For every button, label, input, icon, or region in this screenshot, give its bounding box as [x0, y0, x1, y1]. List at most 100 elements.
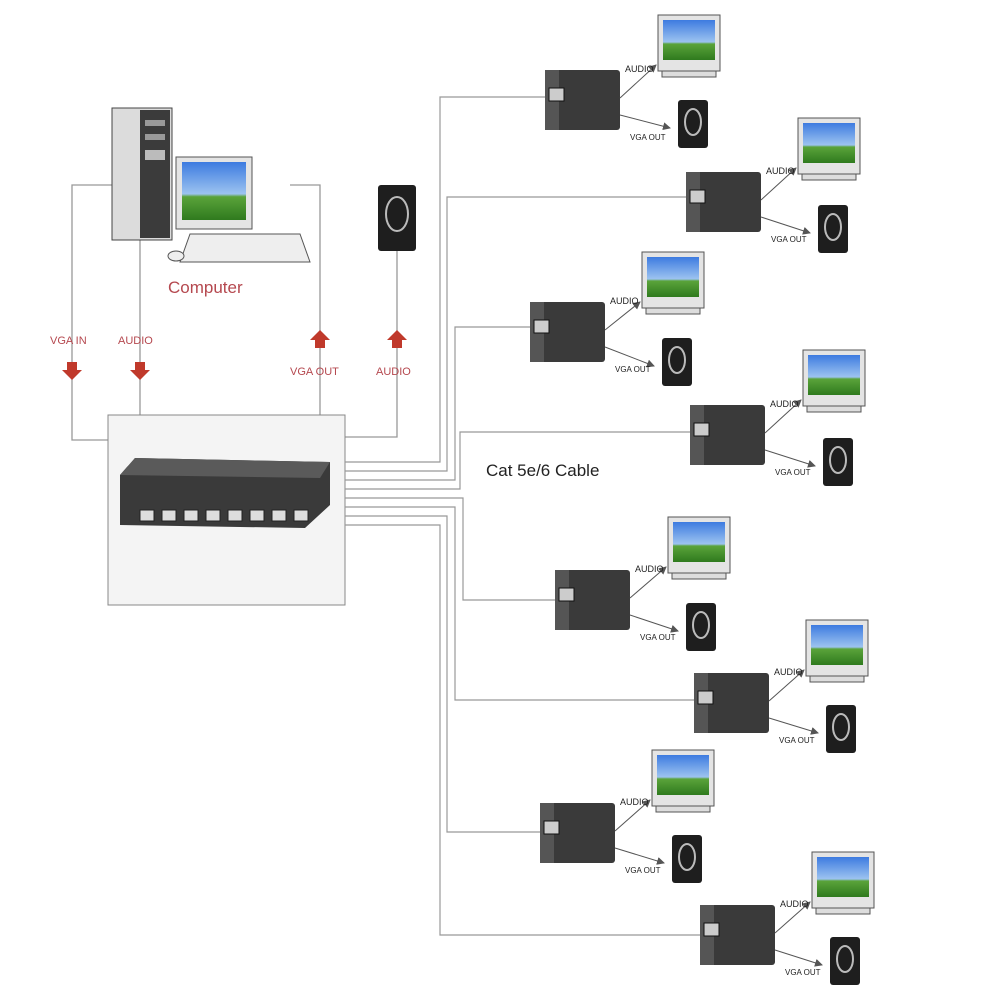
receiver-station: AUDIO VGA OUT — [345, 251, 705, 481]
vga-connection — [768, 717, 819, 735]
vga-out-label: VGA OUT — [625, 866, 661, 875]
rj45-port-icon — [543, 820, 560, 835]
arrow-up-icon — [387, 330, 407, 348]
rj45-port-icon — [293, 509, 309, 522]
audio-label: AUDIO — [770, 399, 799, 409]
rj45-port-icon — [249, 509, 265, 522]
monitor-icon — [667, 516, 731, 580]
receiver-station: AUDIO VGA OUT — [345, 497, 731, 651]
vga-out-label: VGA OUT — [615, 365, 651, 374]
vga-out-label: VGA OUT — [640, 633, 676, 642]
vga-connection — [604, 346, 655, 368]
vga-out-label: VGA OUT — [290, 366, 339, 378]
arrow-up-icon — [310, 330, 330, 348]
vga-out-label: VGA OUT — [630, 133, 666, 142]
speaker-icon — [823, 438, 853, 486]
audio-label: AUDIO — [766, 166, 795, 176]
receiver-station: AUDIO VGA OUT — [345, 349, 866, 490]
rj45-port-icon — [533, 319, 550, 334]
audio-in-label: AUDIO — [118, 335, 153, 347]
vga-out-label: VGA OUT — [785, 968, 821, 977]
receiver-unit — [686, 172, 761, 232]
speaker-icon — [686, 603, 716, 651]
speaker-icon — [672, 835, 702, 883]
cat5-cable — [345, 506, 694, 701]
rj45-port-icon — [548, 87, 565, 102]
audio-label: AUDIO — [610, 296, 639, 306]
vga-connection — [629, 614, 679, 633]
receiver-unit — [700, 905, 775, 965]
rj45-port-icon — [183, 509, 199, 522]
cable-label: Cat 5e/6 Cable — [486, 461, 599, 480]
vga-out-label: VGA OUT — [771, 235, 807, 244]
vga-in-label: VGA IN — [50, 335, 87, 347]
signal-arrows — [62, 330, 407, 380]
computer-label: Computer — [168, 278, 243, 297]
receiver-station: AUDIO VGA OUT — [345, 14, 721, 463]
monitor-icon — [805, 619, 869, 683]
monitor-icon — [651, 749, 715, 813]
arrow-down-icon — [130, 362, 150, 380]
receiver-station: AUDIO VGA OUT — [345, 117, 861, 472]
audio-label: AUDIO — [780, 899, 809, 909]
rj45-port-icon — [689, 189, 706, 204]
audio-connection — [774, 901, 811, 934]
rj45-port-icon — [558, 587, 575, 602]
speaker-icon — [826, 705, 856, 753]
speaker-icon — [378, 185, 416, 251]
audio-connection — [619, 64, 657, 99]
audio-out-label: AUDIO — [376, 366, 411, 378]
monitor-icon — [641, 251, 705, 315]
cat5-cable — [345, 515, 540, 833]
vga-out-label: VGA OUT — [779, 736, 815, 745]
vga-connection — [774, 949, 823, 967]
receiver-unit — [555, 570, 630, 630]
cat5-cable — [345, 196, 686, 472]
vga-connection — [764, 449, 816, 468]
audio-label: AUDIO — [635, 564, 664, 574]
receiver-station: AUDIO VGA OUT — [345, 524, 875, 985]
audio-label: AUDIO — [620, 797, 649, 807]
speaker-icon — [818, 205, 848, 253]
audio-connection — [604, 301, 641, 331]
keyboard-icon — [167, 233, 311, 263]
speaker-icon — [678, 100, 708, 148]
rj45-port-icon — [205, 509, 221, 522]
monitor-icon — [802, 349, 866, 413]
receiver-station: AUDIO VGA OUT — [345, 515, 715, 883]
computer-monitor-icon — [175, 156, 253, 230]
monitor-icon — [797, 117, 861, 181]
vga-connection — [614, 847, 665, 865]
rj45-port-icon — [693, 422, 710, 437]
vga-connection — [619, 114, 671, 131]
audio-connection — [629, 566, 667, 599]
rj45-port-icon — [161, 509, 177, 522]
cat5-cable — [345, 497, 555, 601]
monitor-icon — [657, 14, 721, 78]
cat5-cable — [345, 524, 700, 936]
receiver-unit — [530, 302, 605, 362]
audio-label: AUDIO — [774, 667, 803, 677]
cat5-cable — [345, 326, 530, 481]
audio-connection — [764, 399, 802, 434]
monitor-icon — [811, 851, 875, 915]
vga-out-label: VGA OUT — [775, 468, 811, 477]
computer-tower-icon — [111, 107, 173, 241]
receiver-station: AUDIO VGA OUT — [345, 506, 869, 753]
rj45-port-icon — [227, 509, 243, 522]
rj45-port-icon — [697, 690, 714, 705]
speaker-icon — [662, 338, 692, 386]
rj45-port-icon — [139, 509, 155, 522]
rj45-port-icon — [703, 922, 720, 937]
receiver-unit — [540, 803, 615, 863]
cat5-cable — [345, 431, 690, 490]
rj45-port-icon — [271, 509, 287, 522]
vga-splitter — [107, 414, 346, 606]
audio-connection — [760, 167, 797, 201]
audio-connection — [768, 669, 805, 702]
audio-connection — [614, 799, 651, 832]
vga-connection — [760, 216, 811, 235]
cat5-cable — [345, 96, 545, 463]
